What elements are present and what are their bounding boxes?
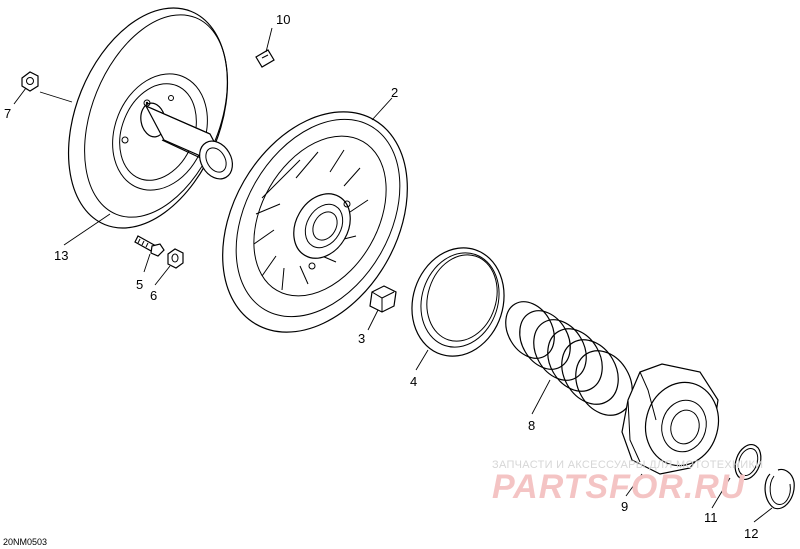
watermark-brand: PARTSFOR.RU xyxy=(492,468,746,506)
part-4-ring xyxy=(411,247,505,357)
drawing-code: 20NM0503 xyxy=(3,537,47,547)
callout-10: 10 xyxy=(276,12,290,27)
part-6-nut xyxy=(167,248,184,269)
part-10-pin xyxy=(255,49,275,68)
part-8-spring xyxy=(505,301,633,416)
watermark-tagline: ЗАПЧАСТИ И АКСЕССУАРЫ ДЛЯ МОТОТЕХНИКИ xyxy=(492,459,763,471)
callout-11: 11 xyxy=(704,510,718,525)
callout-7: 7 xyxy=(4,106,11,121)
watermark: ЗАПЧАСТИ И АКСЕССУАРЫ ДЛЯ МОТОТЕХНИКИ PA… xyxy=(492,459,763,506)
callout-4: 4 xyxy=(410,374,417,389)
part-3-slider xyxy=(369,285,397,313)
callout-labels: 10 2 7 13 5 6 3 4 8 9 11 12 xyxy=(4,12,758,541)
leader-lines xyxy=(13,27,773,523)
callout-6: 6 xyxy=(150,288,157,303)
callout-8: 8 xyxy=(528,418,535,433)
part-9-cam xyxy=(621,363,720,475)
part-7-nut xyxy=(21,71,39,92)
callout-5: 5 xyxy=(136,277,143,292)
part-2-movable-sheave xyxy=(222,111,408,333)
callout-9: 9 xyxy=(621,499,628,514)
part-5-bolt xyxy=(134,235,165,257)
callout-3: 3 xyxy=(358,331,365,346)
part-12-circlip xyxy=(764,468,795,510)
part-11-washer xyxy=(734,443,762,481)
part-13-fixed-sheave xyxy=(67,7,233,229)
callout-12: 12 xyxy=(744,526,758,541)
callout-2: 2 xyxy=(391,85,398,100)
callout-13: 13 xyxy=(54,248,68,263)
